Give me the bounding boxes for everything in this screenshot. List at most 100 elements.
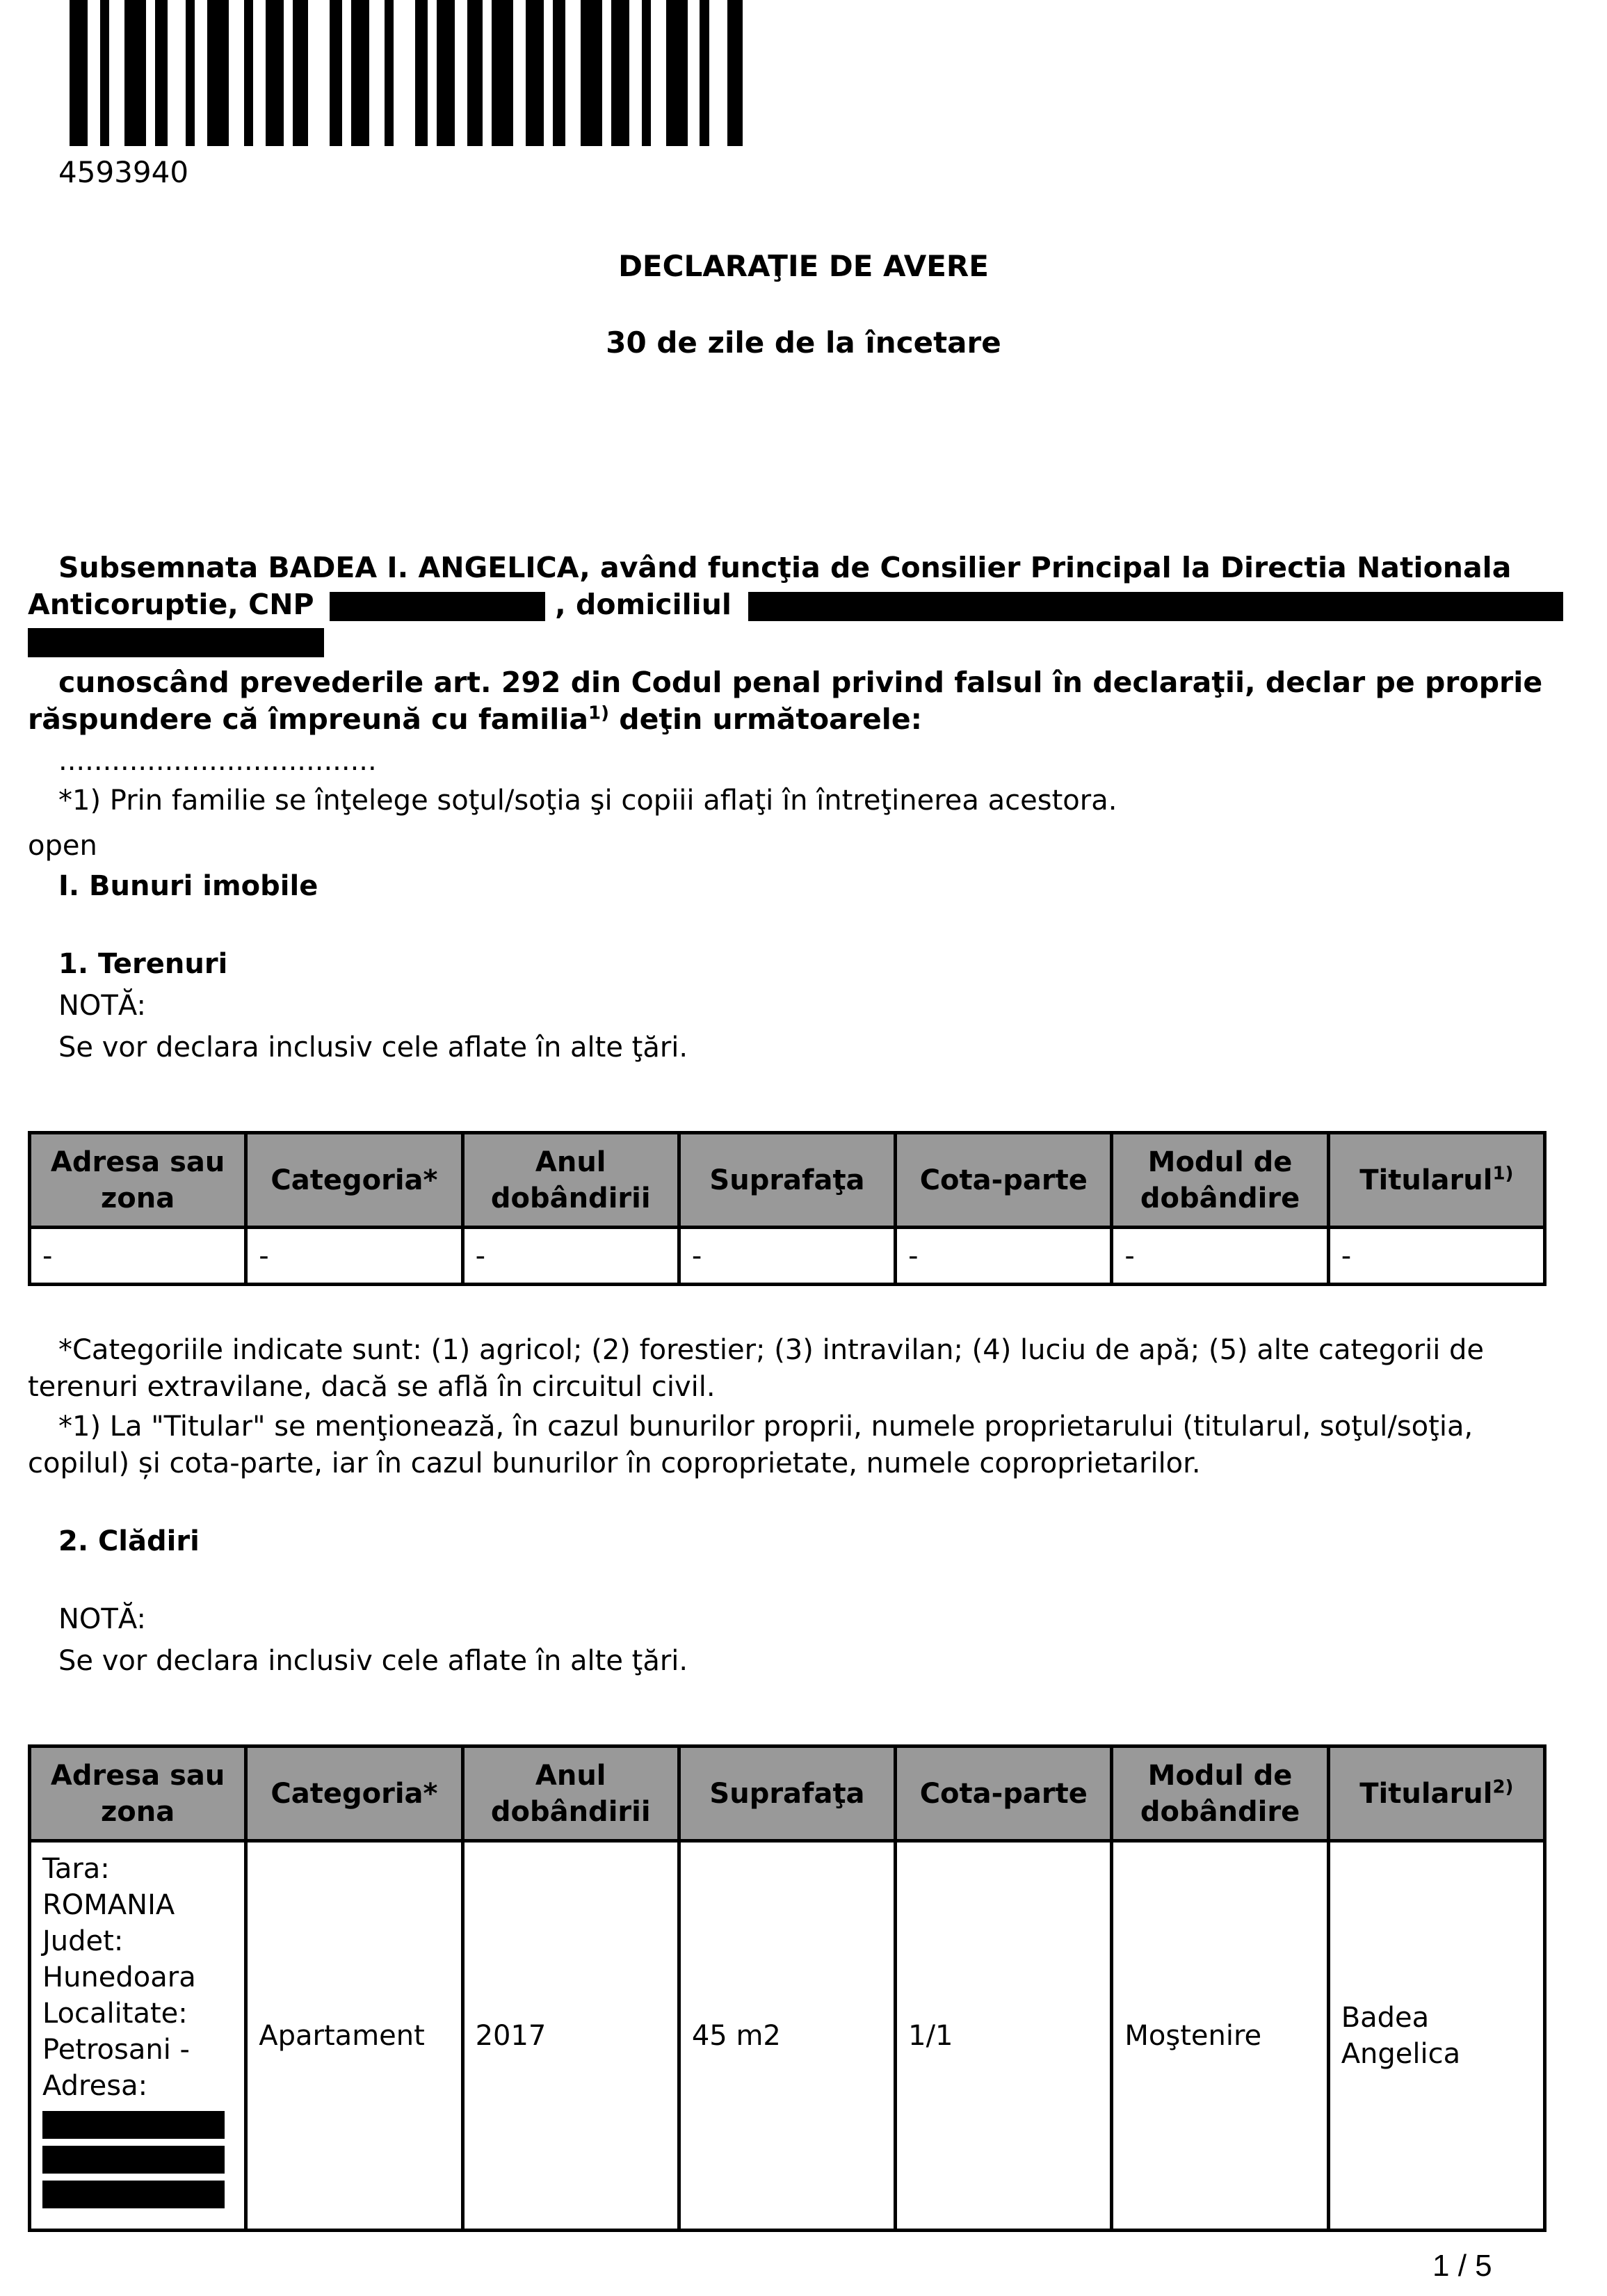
table-cell: - (1326, 1226, 1547, 1286)
barcode-number: 4593940 (58, 155, 189, 189)
th-titular-label: Titularul (1359, 1777, 1493, 1810)
barcode-bar (186, 0, 195, 146)
table-row: - - - - - - - (27, 1226, 1547, 1286)
dots-line: .................................... (58, 745, 377, 777)
domiciliu-redaction (748, 592, 1564, 621)
table-cell-titular: Badea Angelica (1326, 1839, 1547, 2232)
address-line: Localitate: (42, 1998, 188, 2030)
barcode-bar (155, 0, 168, 146)
barcode (70, 0, 855, 146)
table-header-row: Adresa sau zona Categoria* Anul dobândir… (27, 1131, 1547, 1229)
table-cell-modul: Moştenire (1110, 1839, 1330, 2232)
th-suprafata: Suprafaţa (677, 1744, 898, 1843)
barcode-bar (330, 0, 342, 146)
table-cell: - (27, 1226, 248, 1286)
domiciliu-label: , domiciliul (555, 588, 732, 621)
th-cota: Cota-parte (894, 1744, 1114, 1843)
section-heading-bunuri-imobile: I. Bunuri imobile (58, 870, 318, 902)
address-redaction (42, 2111, 225, 2139)
th-adresa: Adresa sau zona (27, 1744, 248, 1843)
th-categoria: Categoria* (244, 1131, 465, 1229)
table-cell-suprafata: 45 m2 (677, 1839, 898, 2232)
barcode-bar (553, 0, 565, 146)
table-cell-cota: 1/1 (894, 1839, 1114, 2232)
barcode-bar (293, 0, 309, 146)
th-suprafata: Suprafaţa (677, 1131, 898, 1229)
categories-footnote-line-1: *Categoriile indicate sunt: (1) agricol;… (58, 1334, 1485, 1366)
address-line: Hunedoara (42, 1961, 196, 1993)
intro-line-1: Subsemnata BADEA I. ANGELICA, având func… (58, 551, 1512, 584)
document-title: DECLARAŢIE DE AVERE (618, 249, 989, 283)
barcode-bar (415, 0, 428, 146)
declaration-line-2a: răspundere că împreună cu familia (28, 703, 589, 736)
cnp-redaction (329, 592, 545, 621)
barcode-bar (437, 0, 455, 146)
barcode-bar (207, 0, 229, 146)
table-cell-categoria: Apartament (244, 1839, 465, 2232)
intro-line-2: Anticoruptie, CNP , domiciliul (28, 586, 1564, 623)
th-categoria: Categoria* (244, 1744, 465, 1843)
table-cell: - (460, 1226, 681, 1286)
th-anul: Anul dobândirii (460, 1744, 681, 1843)
subsection-terenuri: 1. Terenuri (58, 948, 228, 980)
subsection-cladiri: 2. Clădiri (58, 1525, 200, 1557)
th-modul: Modul de dobândire (1110, 1744, 1330, 1843)
barcode-bar (467, 0, 483, 146)
declaration-sup: 1) (588, 703, 609, 724)
open-marker: open (28, 830, 97, 862)
domiciliu-redaction-2 (28, 628, 324, 657)
barcode-bar (100, 0, 110, 146)
barcode-bar (611, 0, 630, 146)
page-number: 1 / 5 (1432, 2249, 1492, 2283)
barcode-bar (385, 0, 394, 146)
cladiri-table: Adresa sau zona Categoria* Anul dobândir… (27, 1744, 1547, 2232)
table-cell: - (677, 1226, 898, 1286)
document-subtitle: 30 de zile de la încetare (606, 326, 1001, 360)
barcode-bar (666, 0, 688, 146)
barcode-bar (243, 0, 253, 146)
th-titular-sup: 1) (1492, 1163, 1514, 1185)
barcode-bar (641, 0, 651, 146)
address-cell: Tara: ROMANIA Judet: Hunedoara Localitat… (27, 1839, 248, 2232)
th-titular: Titularul1) (1326, 1131, 1547, 1229)
note-text-1: Se vor declara inclusiv cele aflate în a… (58, 1031, 688, 1063)
barcode-bar (265, 0, 284, 146)
th-modul: Modul de dobândire (1110, 1131, 1330, 1229)
address-line: Petrosani - (42, 2034, 190, 2066)
note-label-1: NOTĂ: (58, 990, 146, 1022)
barcode-bar (727, 0, 743, 146)
declaration-line-2b: deţin următoarele: (609, 703, 923, 736)
table-cell: - (1110, 1226, 1330, 1286)
barcode-bar (70, 0, 88, 146)
table-cell: - (894, 1226, 1114, 1286)
table-header-row: Adresa sau zona Categoria* Anul dobândir… (27, 1744, 1547, 1843)
th-cota: Cota-parte (894, 1131, 1114, 1229)
th-titular-sup: 2) (1492, 1776, 1514, 1798)
note-label-2: NOTĂ: (58, 1603, 146, 1635)
th-titular-label: Titularul (1359, 1164, 1493, 1196)
barcode-bar (350, 0, 370, 146)
barcode-bar (580, 0, 602, 146)
titular-footnote-line-2: copilul) și cota-parte, iar în cazul bun… (28, 1447, 1201, 1479)
address-line: Adresa: (42, 2070, 148, 2102)
declaration-line-2: răspundere că împreună cu familia1) deţi… (28, 701, 922, 737)
terenuri-table: Adresa sau zona Categoria* Anul dobândir… (27, 1131, 1547, 1286)
th-titular: Titularul2) (1326, 1744, 1547, 1843)
barcode-bar (700, 0, 709, 146)
table-row: Tara: ROMANIA Judet: Hunedoara Localitat… (27, 1839, 1547, 2232)
cnp-label: Anticoruptie, CNP (28, 588, 314, 621)
address-line: Judet: (42, 1925, 124, 1957)
table-cell-anul: 2017 (460, 1839, 681, 2232)
barcode-bar (492, 0, 513, 146)
family-note: *1) Prin familie se înţelege soţul/soţia… (58, 785, 1117, 817)
note-text-2: Se vor declara inclusiv cele aflate în a… (58, 1645, 688, 1677)
categories-footnote-line-2: terenuri extravilane, dacă se află în ci… (28, 1371, 716, 1403)
address-redaction (42, 2181, 225, 2208)
titular-footnote-line-1: *1) La "Titular" se menţionează, în cazu… (58, 1411, 1473, 1443)
th-anul: Anul dobândirii (460, 1131, 681, 1229)
barcode-bar (525, 0, 544, 146)
address-line: Tara: (42, 1853, 110, 1885)
barcode-bar (124, 0, 146, 146)
table-cell: - (244, 1226, 465, 1286)
address-line: ROMANIA (42, 1889, 175, 1921)
